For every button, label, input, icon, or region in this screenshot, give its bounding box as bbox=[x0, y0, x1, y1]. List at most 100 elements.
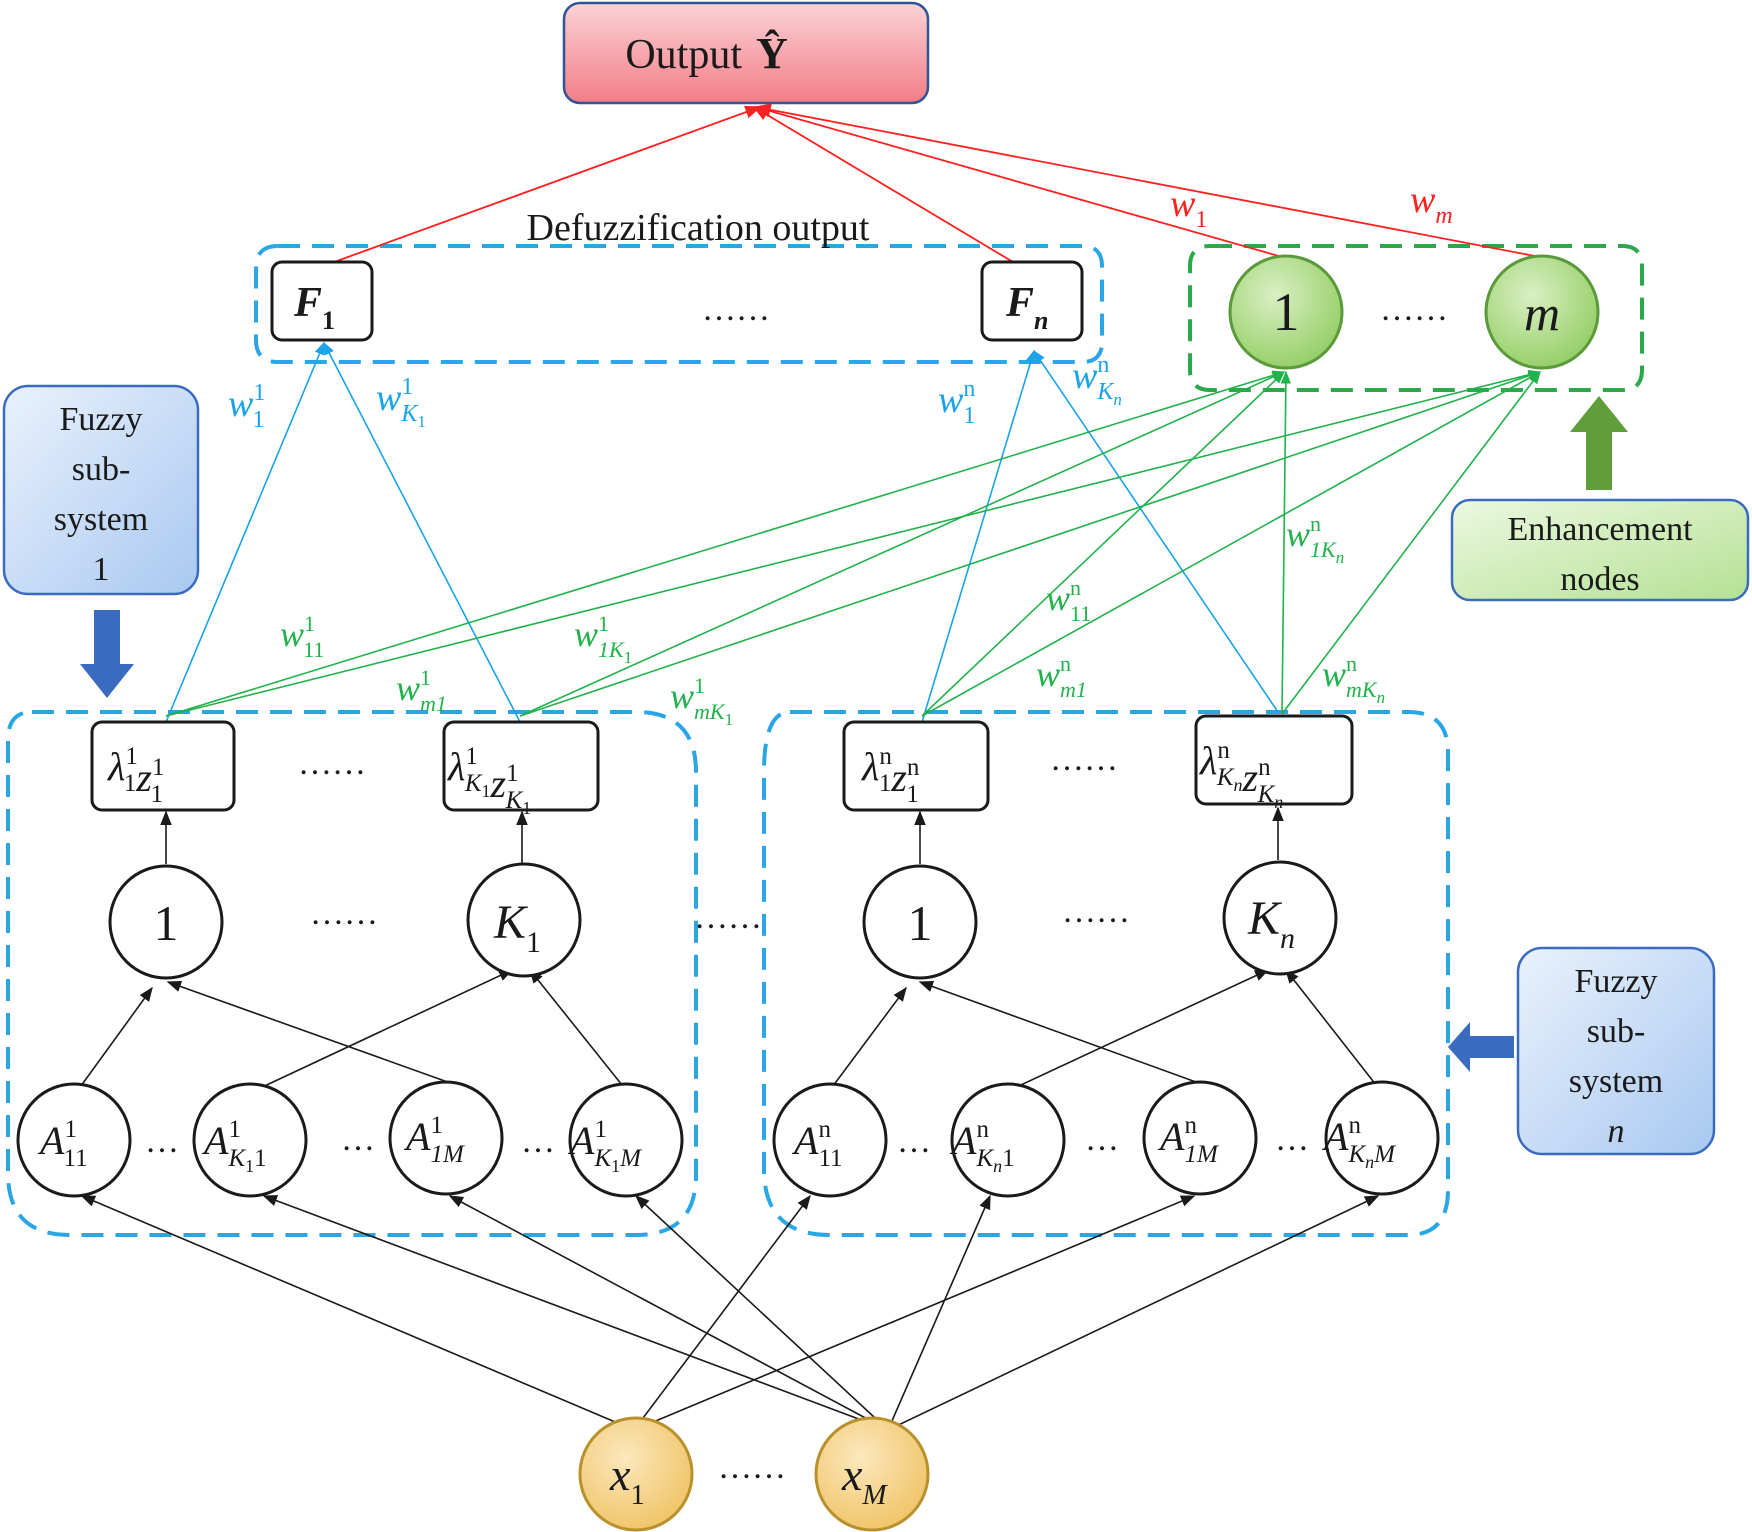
defuzz-node-Fn bbox=[980, 260, 1084, 342]
fuzzy-subsystem-n-box bbox=[762, 710, 1450, 1237]
rule-ellipsis-mid: …… bbox=[694, 899, 762, 936]
rule-node-1n bbox=[862, 864, 978, 980]
membership-ellipsis-5: … bbox=[1085, 1121, 1119, 1158]
output-label: Output bbox=[625, 32, 742, 78]
enhancement-node-m bbox=[1484, 254, 1600, 370]
fuzzy-subsystem-1-box bbox=[6, 710, 698, 1237]
defuzz-nodes bbox=[270, 260, 1084, 342]
edge-p1-F1 bbox=[165, 341, 325, 723]
enh-ellipsis: …… bbox=[1380, 291, 1448, 328]
membership-ellipsis-6: … bbox=[1275, 1121, 1309, 1158]
enhancement-node-1 bbox=[1228, 254, 1344, 370]
edge-p3-Fn bbox=[921, 349, 1036, 723]
rule-node-K1 bbox=[466, 862, 582, 978]
product-node-4 bbox=[1194, 714, 1354, 806]
output-node: Output Ŷ bbox=[562, 1, 930, 105]
rule-connections bbox=[77, 806, 1381, 1431]
enhancement-node-circles bbox=[1228, 254, 1600, 370]
edge-Fn-output bbox=[752, 106, 1019, 266]
rule-node-Kn bbox=[1222, 860, 1338, 976]
rule-label-1n: 1 bbox=[908, 895, 933, 951]
edge-p4-enh1 bbox=[1280, 370, 1291, 715]
fuzzy-subn-text-line-2: sub- bbox=[1587, 1013, 1646, 1050]
enhancement-text-line-2: nodes bbox=[1560, 561, 1639, 598]
edge-p1-enhm bbox=[165, 369, 1542, 717]
defuzzification-label: Defuzzification output bbox=[527, 207, 870, 249]
membership-node-7 bbox=[1142, 1080, 1258, 1196]
membership-node-8 bbox=[1324, 1080, 1440, 1196]
arrow-down-sub1 bbox=[80, 610, 134, 698]
membership-node-3 bbox=[388, 1080, 504, 1196]
edge-p4-Fn bbox=[1033, 349, 1279, 713]
weight-wm-red: wm bbox=[1410, 179, 1453, 229]
membership-node-1 bbox=[16, 1082, 132, 1198]
weight-w1-red: w1 bbox=[1170, 183, 1207, 233]
membership-node-circles bbox=[16, 1080, 1440, 1198]
edge-p1-enh1 bbox=[165, 370, 1286, 717]
product-node-3 bbox=[842, 720, 990, 812]
enhancement-text-line-1: Enhancement bbox=[1507, 511, 1693, 548]
input-label-x1: x1 bbox=[609, 1449, 645, 1511]
rule-node-circles bbox=[108, 860, 1338, 980]
defuzzification-group-box bbox=[254, 244, 1104, 364]
membership-ellipsis-2: … bbox=[341, 1121, 375, 1158]
product-node-1 bbox=[90, 720, 236, 812]
rule-ellipsis-1: …… bbox=[310, 895, 378, 932]
product-ellipsis-1: …… bbox=[298, 745, 366, 782]
side-arrows bbox=[80, 396, 1628, 1072]
membership-node-2 bbox=[192, 1082, 308, 1198]
input-ellipsis: …… bbox=[718, 1449, 786, 1486]
edge-p4-enhm bbox=[1281, 370, 1541, 715]
fuzzy-subn-text-line-4: n bbox=[1608, 1113, 1625, 1150]
input-node-circles bbox=[578, 1416, 930, 1532]
fuzzy-subsystem-n-label bbox=[1516, 946, 1716, 1156]
fuzzy-subn-text-line-1: Fuzzy bbox=[1574, 963, 1657, 1000]
defuzz-node-F1 bbox=[270, 260, 374, 342]
defuzz-Fn-label: Fn bbox=[1005, 280, 1048, 335]
edge-p3-enh1 bbox=[921, 371, 1285, 717]
fuzzy-sub1-text-line-1: Fuzzy bbox=[59, 401, 142, 438]
group-boxes bbox=[6, 244, 1644, 1237]
output-symbol: Ŷ bbox=[756, 29, 788, 78]
fuzzy-sub1-text-line-3: system bbox=[54, 501, 148, 538]
enhancement-nodes-label bbox=[1450, 498, 1750, 602]
enhancement-group-box bbox=[1188, 244, 1644, 392]
rule-label-Kn: Kn bbox=[1247, 892, 1295, 955]
enh-node-m-label: m bbox=[1524, 285, 1560, 341]
rule-label-K1: K1 bbox=[493, 896, 541, 959]
input-label-xM: xM bbox=[841, 1449, 888, 1511]
membership-node-4 bbox=[568, 1082, 684, 1198]
edge-enhm-output bbox=[754, 103, 1541, 258]
membership-node-6 bbox=[950, 1082, 1066, 1198]
arrow-left-subn bbox=[1448, 1022, 1514, 1072]
output-connections bbox=[325, 103, 1541, 266]
arrow-up-enhancement bbox=[1570, 396, 1628, 490]
membership-ellipsis-1: … bbox=[145, 1123, 179, 1160]
rule-ellipsis-2: …… bbox=[1062, 893, 1130, 930]
edge-p3-enhm bbox=[921, 371, 1542, 717]
input-node-xM bbox=[814, 1416, 930, 1532]
edge-F1-output bbox=[325, 105, 762, 266]
product-node-boxes bbox=[90, 714, 1354, 812]
